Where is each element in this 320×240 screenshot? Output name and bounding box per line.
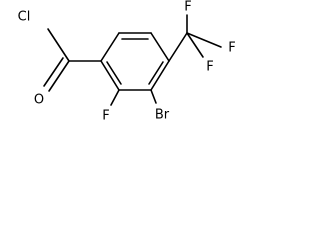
bond-cf3-f-bottom (186, 32, 204, 58)
ring-bonds (100, 32, 170, 91)
ring-fluorine-atom-label: F (102, 109, 109, 124)
cf3-fluorine-top-label: F (184, 0, 191, 15)
bond-carbonyl-cl (47, 28, 70, 62)
ring-inner-bond-c1-c2 (106, 61, 122, 85)
cf3-fluorine-bottom-label: F (206, 60, 213, 75)
bond-ring-br (150, 89, 157, 104)
bond-carbonyl-o (48, 60, 70, 92)
ring-inner-bond-c3-c4 (148, 61, 164, 85)
cf3-fluorine-right-label: F (228, 41, 235, 56)
bromine-atom-label: Br (155, 108, 170, 123)
bond-carbonyl-o-second (43, 57, 64, 87)
chlorine-atom-label: Cl (18, 10, 31, 25)
ring-bond-c6-c1 (100, 32, 120, 62)
bond-ring-cf3 (168, 32, 188, 62)
ring-bond-c1-c2 (100, 60, 120, 91)
substituent-bonds (43, 14, 222, 106)
bond-cf3-f-right (186, 32, 222, 48)
atom-labels: Cl O F Br F F F (18, 0, 236, 124)
bond-ring-f (110, 89, 120, 106)
ring-bond-c3-c4 (150, 60, 170, 91)
chemical-structure: Cl O F Br F F F (18, 0, 236, 124)
ring-bond-c4-c5 (150, 32, 170, 62)
oxygen-atom-label: O (34, 93, 44, 108)
